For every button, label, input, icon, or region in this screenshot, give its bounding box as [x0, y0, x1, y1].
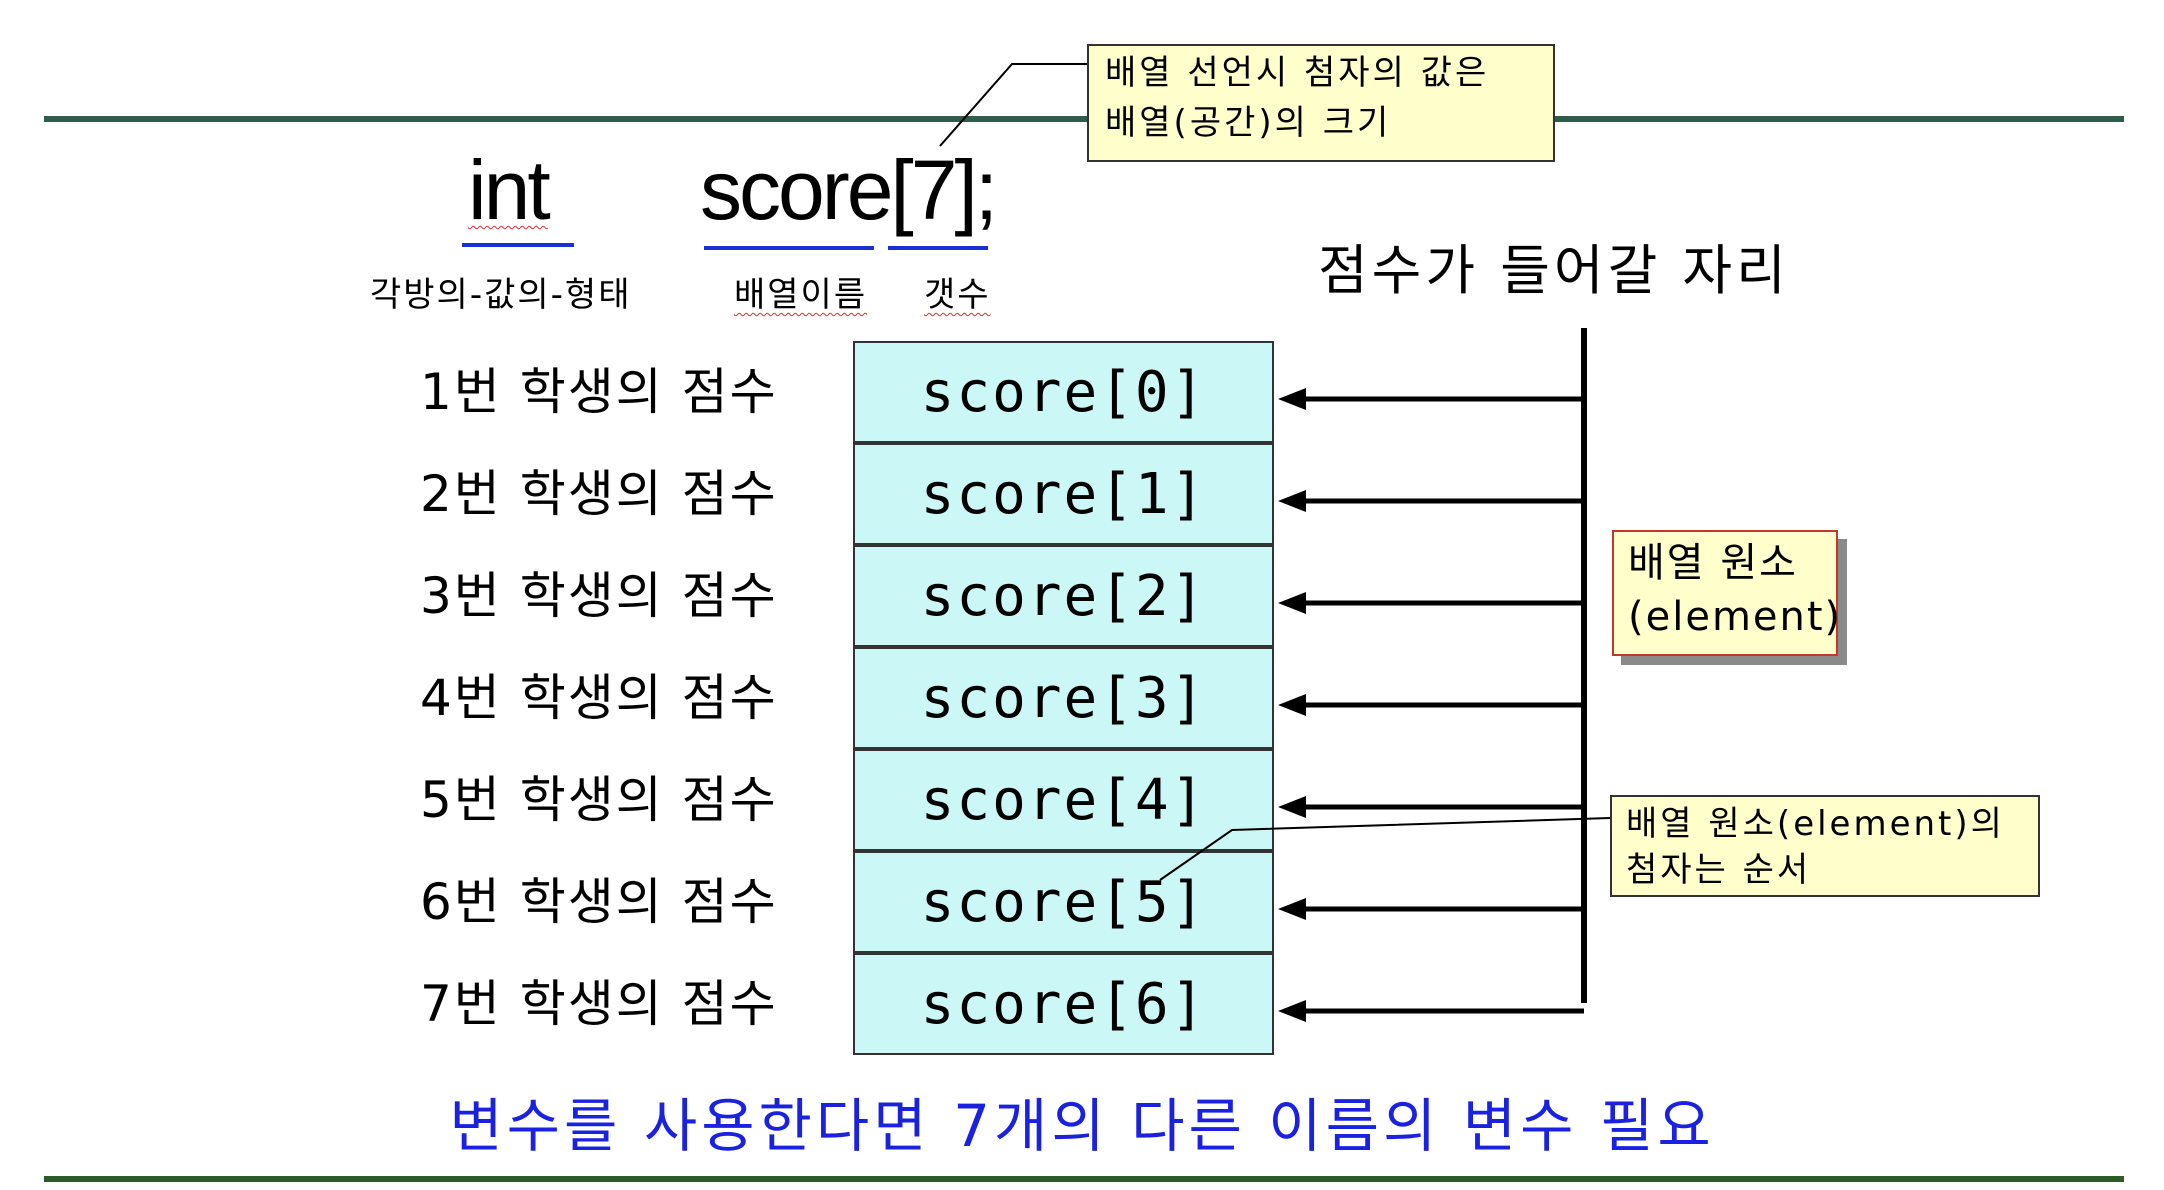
note-element: 배열 원소 (element)	[1612, 530, 1840, 656]
row-label: 6번 학생의 점수	[420, 873, 778, 931]
pointer-arrow-head	[1278, 592, 1306, 614]
row-label: 2번 학생의 점수	[420, 465, 778, 523]
array-cell: score[1]	[853, 443, 1274, 545]
array-cell: score[4]	[853, 749, 1274, 851]
bottom-rule	[44, 1176, 2124, 1182]
array-cell: score[3]	[853, 647, 1274, 749]
row-label: 7번 학생의 점수	[420, 975, 778, 1033]
array-cell: score[2]	[853, 545, 1274, 647]
callout-line-size	[939, 63, 1087, 147]
row-label: 1번 학생의 점수	[420, 363, 778, 421]
callout-line-order	[1159, 817, 1611, 881]
count-caption: 갯수	[924, 275, 991, 315]
pointer-arrow-head	[1278, 490, 1306, 512]
pointer-arrow-head	[1278, 796, 1306, 818]
pointer-arrow-head	[1278, 1000, 1306, 1022]
footer-note: 변수를 사용한다면 7개의 다른 이름의 변수 필요	[449, 1092, 1715, 1160]
count-underline	[888, 246, 988, 250]
row-label: 4번 학생의 점수	[420, 669, 778, 727]
name-underline	[704, 246, 874, 250]
row-label: 5번 학생의 점수	[420, 771, 778, 829]
pointer-arrow-head	[1278, 388, 1306, 410]
array-expression: score[7];	[700, 143, 998, 237]
top-rule	[44, 116, 2124, 122]
type-caption: 각방의-값의-형태	[370, 275, 632, 315]
pointer-arrow-head	[1278, 898, 1306, 920]
type-keyword: int	[468, 143, 551, 237]
note-index-size: 배열 선언시 첨자의 값은 배열(공간)의 크기	[1087, 44, 1555, 162]
note-index-order: 배열 원소(element)의 첨자는 순서	[1610, 795, 2040, 897]
array-cell: score[5]	[853, 851, 1274, 953]
array-cell: score[6]	[853, 953, 1274, 1055]
type-underline	[462, 243, 574, 247]
slots-heading: 점수가 들어갈 자리	[1318, 239, 1790, 302]
pointer-arrow-head	[1278, 694, 1306, 716]
name-caption: 배열이름	[734, 275, 868, 315]
row-label: 3번 학생의 점수	[420, 567, 778, 625]
array-cell: score[0]	[853, 341, 1274, 443]
